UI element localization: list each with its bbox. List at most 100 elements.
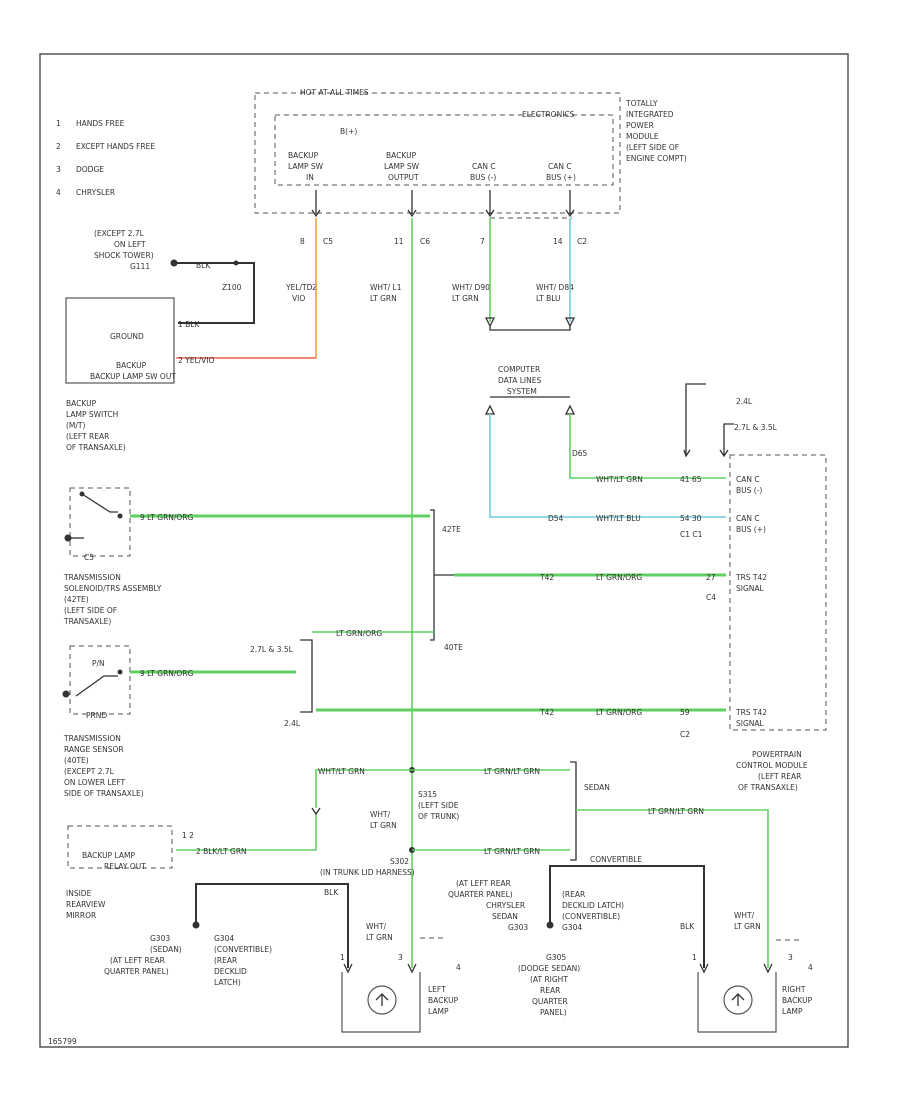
s315-label: S315 (LEFT SIDE OF TRUNK) (418, 790, 461, 821)
legend-num-4: 4 (56, 188, 61, 197)
tipm-bplus-label: B(+) (340, 127, 357, 136)
backup-switch-pin2: 2 YEL/VIO (178, 356, 215, 365)
wire-label-wht-ltgrn-d90: WHT/ D90 LT GRN (452, 283, 492, 303)
left-lamp-pin4: 4 (456, 963, 461, 972)
pcm-border (729, 454, 827, 731)
ground-g111-wire-color: BLK (196, 261, 211, 270)
right-lamp-pin1-arrow (699, 963, 709, 974)
left-ground: BLK WHT/ LT GRN G303 (SEDAN) (AT LEFT RE… (104, 883, 393, 987)
pcm-row3-pin: 27 (706, 573, 716, 582)
right-lamp-pin4: 4 (808, 963, 813, 972)
pcm-engine-24: 2.4L (736, 397, 753, 406)
ground-g111: (EXCEPT 2.7L ON LEFT SHOCK TOWER) G111 B… (94, 229, 255, 324)
footer-code: 165799 (48, 1037, 77, 1046)
wire-g111-ground (174, 262, 255, 324)
backup-switch-name: BACKUP LAMP SWITCH (M/T) (LEFT REAR OF T… (66, 399, 126, 452)
pcm-row4-pin: 59 (680, 708, 690, 717)
tipm-electronics-border (274, 114, 614, 186)
trs-prnd-label: PRND (86, 711, 107, 720)
d54-label: D54 (548, 514, 564, 523)
solenoid-switch-arm (81, 493, 118, 513)
trs-engine-24-label: 2.4L (284, 719, 301, 728)
tipm-connector-pins: 8 C5 11 C6 7 14 C2 (300, 190, 587, 246)
can-bus-loop-top (489, 326, 571, 331)
legend-text-2: EXCEPT HANDS FREE (76, 142, 155, 151)
middle-ground-lower: G305 (DODGE SEDAN) (AT RIGHT REAR QUARTE… (518, 953, 583, 1017)
tipm-pin-can-plus: CAN C BUS (+) (546, 162, 576, 182)
right-lamp-bulb (723, 985, 753, 1015)
diagram-frame (39, 53, 849, 1048)
wire-left-ground (195, 883, 349, 968)
transmission-solenoid: C5 9 LT GRN/ORG TRANSMISSION SOLENOID/TR… (63, 487, 430, 626)
pcm-engine-line-27 (723, 423, 734, 455)
left-lamp-name: LEFT BACKUP LAMP (428, 985, 461, 1016)
right-lamp-name: RIGHT BACKUP LAMP (782, 985, 815, 1016)
data-lines-arrow-right (564, 404, 576, 415)
tipm-pin-arrow-11 (407, 190, 417, 218)
wire-can-minus-pcm (569, 414, 726, 479)
wire-middle-ground (549, 865, 705, 968)
solenoid-pin-text: 9 LT GRN/ORG (140, 513, 194, 522)
left-ground-wire-label: WHT/ LT GRN (366, 922, 393, 942)
middle-ground: CONVERTIBLE (AT LEFT REAR QUARTER PANEL)… (448, 855, 705, 1017)
mirror-label: BACKUP LAMP RELAY OUT (82, 851, 146, 871)
legend: 1 HANDS FREE 2 EXCEPT HANDS FREE 3 DODGE… (56, 119, 155, 197)
trs-contact-dot (117, 669, 123, 675)
tipm-hot-label: HOT AT ALL TIMES (300, 88, 369, 97)
pcm-row2-pins: 54 30 (680, 514, 702, 523)
data-lines-label: COMPUTER DATA LINES SYSTEM (498, 365, 544, 396)
right-lamp-pin3: 3 (788, 953, 793, 962)
tipm-wire-labels: YEL/TDZ VIO WHT/ L1 LT GRN WHT/ D90 LT G… (285, 283, 576, 303)
solenoid-border (69, 487, 131, 557)
computer-data-lines: COMPUTER DATA LINES SYSTEM D65 D54 (484, 365, 726, 523)
wire-label-wht-ltgrn-l1: WHT/ L1 LT GRN (370, 283, 404, 303)
pcm-row4-signal: TRS T42 SIGNAL (735, 708, 769, 728)
s315-wire-label: WHT/ LT GRN (370, 810, 397, 830)
trs-engine-27-label: 2.7L & 3.5L (250, 645, 294, 654)
pcm-row2-conns: C1 C1 (680, 530, 703, 539)
wire-label-wht-ltblu-d84: WHT/ D84 LT BLU (536, 283, 576, 303)
tipm-conn-pin-11: 11 (394, 237, 404, 246)
right-lamp-pin1: 1 (692, 953, 697, 962)
tipm-pin-arrow-8 (311, 190, 321, 218)
pcm-row3-wire: LT GRN/ORG (596, 573, 642, 582)
wire-right-lamp-feed (576, 809, 769, 968)
trans-type-bracket: 42TE 40TE (430, 509, 463, 652)
pcm-engine-arrow-27 (719, 449, 729, 458)
transmission-range-sensor: P/N PRND 9 LT GRN/ORG 2.7L & 3.5L 2.4L L… (62, 629, 434, 798)
pcm-engine-27: 2.7L & 3.5L (734, 423, 778, 432)
tipm-pin-can-minus: CAN C BUS (-) (470, 162, 498, 182)
tipm-conn-pin-7: 7 (480, 237, 485, 246)
convertible-label: CONVERTIBLE (590, 855, 642, 864)
left-ground-dot (192, 921, 200, 929)
bracket-42te (430, 509, 435, 641)
backup-switch-pin1: 1 BLK (178, 320, 200, 329)
right-lamp-filament (731, 993, 745, 1006)
splice-s315: WHT/LT GRN LT GRN/LT GRN LT GRN/LT GRN L… (176, 761, 769, 968)
tipm-conn-c5: C5 (323, 237, 333, 246)
can-plus-arrow-down (564, 317, 576, 328)
trs-wire-label: LT GRN/ORG (336, 629, 382, 638)
can-minus-arrow-down (484, 317, 496, 328)
mirror-pins: 1 2 (182, 831, 194, 840)
s315-upper-wire: WHT/LT GRN (318, 767, 365, 776)
pcm-row4-conn: C2 (680, 730, 690, 739)
legend-num-1: 1 (56, 119, 61, 128)
wire-label-yel-vio: YEL/TDZ VIO (285, 283, 320, 303)
left-lamp-pin1-arrow (343, 963, 353, 974)
left-backup-lamp: 1 3 4 LEFT BACKUP LAMP (340, 937, 461, 1033)
tipm-pin-backup-out: BACKUP LAMP SW OUTPUT (384, 151, 421, 182)
left-ground-wire-color: BLK (324, 888, 339, 897)
solenoid-contact-dot (117, 513, 123, 519)
pcm-row3-wire-id: T42 (539, 573, 554, 582)
pcm-engine-arrow-24 (683, 449, 691, 458)
right-lamp-housing (697, 972, 777, 1033)
pcm-row2-signal: CAN C BUS (+) (736, 514, 766, 534)
pcm-row1-signal: CAN C BUS (-) (736, 475, 762, 495)
trs-pn-label: P/N (92, 659, 105, 668)
s315-lower-wire: LT GRN/LT GRN (484, 767, 540, 776)
right-backup-lamp: BLK WHT/ LT GRN 1 3 4 RIGHT BACKUP LAMP (680, 911, 815, 1033)
inside-rearview-mirror: 1 2 2 BLK/LT GRN BACKUP LAMP RELAY OUT I… (66, 825, 247, 920)
tipm-electronics-label: ELECTRONICS (522, 110, 575, 119)
tipm-conn-pin-8: 8 (300, 237, 305, 246)
